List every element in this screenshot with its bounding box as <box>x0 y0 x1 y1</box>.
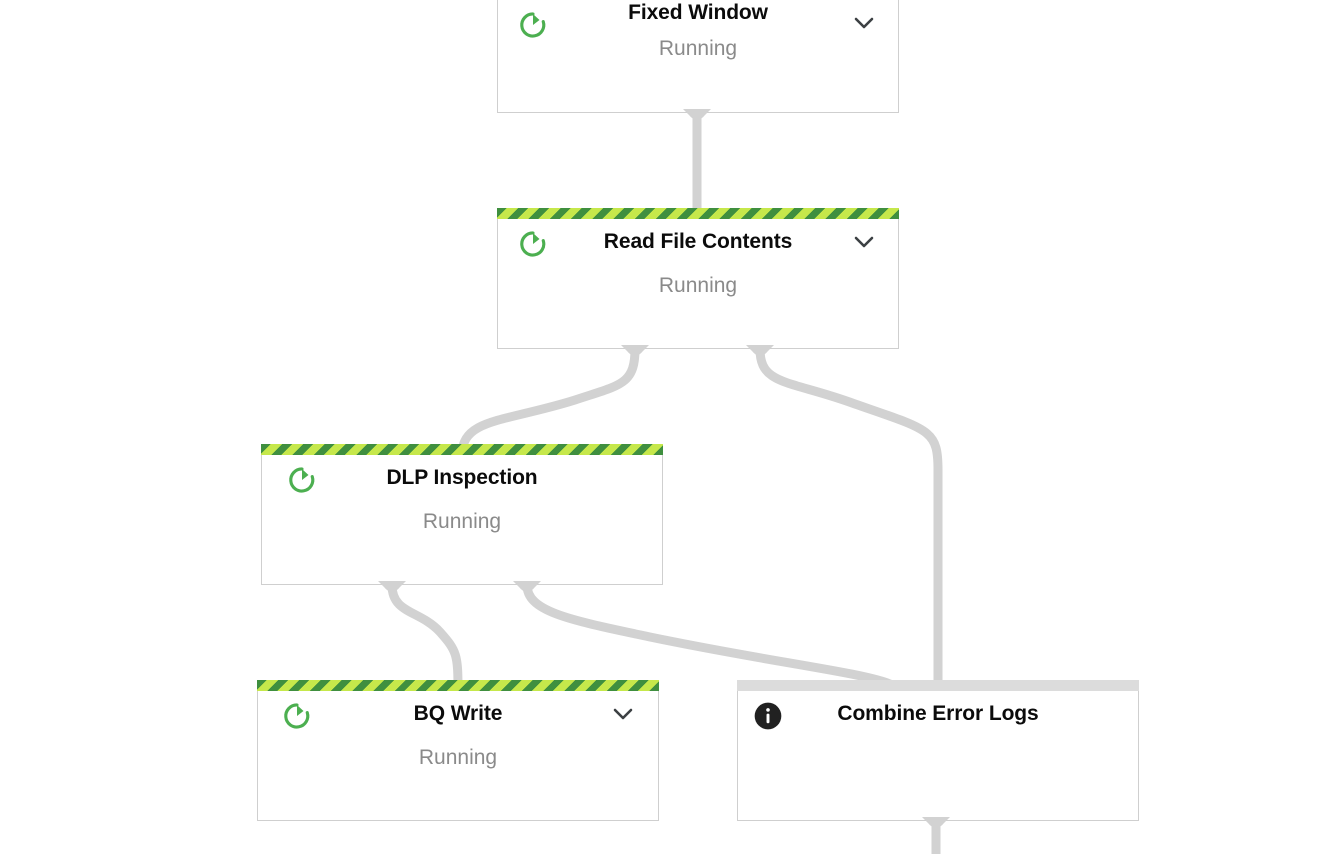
port-out-dlp-left <box>378 581 406 597</box>
port-out-dlp-right <box>513 581 541 597</box>
running-spinner-icon <box>518 229 548 259</box>
node-read-file-contents[interactable]: Read File Contents Running <box>497 208 899 349</box>
node-header-plain <box>737 680 1139 691</box>
node-status: Running <box>658 37 738 60</box>
node-title: DLP Inspection <box>386 466 538 489</box>
node-combine-error-logs[interactable]: Combine Error Logs <box>737 680 1139 821</box>
port-out-readfile-left <box>621 345 649 361</box>
running-spinner-icon <box>282 701 312 731</box>
chevron-down-icon[interactable] <box>852 14 876 32</box>
port-out-fixed-window <box>683 109 711 125</box>
port-out-readfile-right <box>746 345 774 361</box>
node-header-running-stripes <box>261 444 663 455</box>
node-status: Running <box>658 274 738 297</box>
info-icon <box>752 700 784 732</box>
node-title: Read File Contents <box>603 230 793 253</box>
node-header-running-stripes <box>257 680 659 691</box>
node-status: Running <box>418 746 498 769</box>
chevron-down-icon[interactable] <box>611 705 635 723</box>
running-spinner-icon <box>518 10 548 40</box>
edge-readfile-combine <box>755 348 943 691</box>
edge-readfile-dlp <box>457 348 640 456</box>
edge-dlp-bqwrite <box>387 584 463 692</box>
running-spinner-icon <box>287 465 317 495</box>
port-out-combine-bottom <box>922 817 950 833</box>
node-bq-write[interactable]: BQ Write Running <box>257 680 659 821</box>
node-title: BQ Write <box>413 702 503 725</box>
node-status: Running <box>422 510 502 533</box>
chevron-down-icon[interactable] <box>852 233 876 251</box>
node-dlp-inspection[interactable]: DLP Inspection Running <box>261 444 663 585</box>
node-header-running-stripes <box>497 208 899 219</box>
edge-dlp-combine <box>522 584 897 696</box>
node-fixed-window[interactable]: Fixed Window Running <box>497 0 899 113</box>
node-title: Combine Error Logs <box>837 702 1039 725</box>
node-title: Fixed Window <box>628 1 768 24</box>
